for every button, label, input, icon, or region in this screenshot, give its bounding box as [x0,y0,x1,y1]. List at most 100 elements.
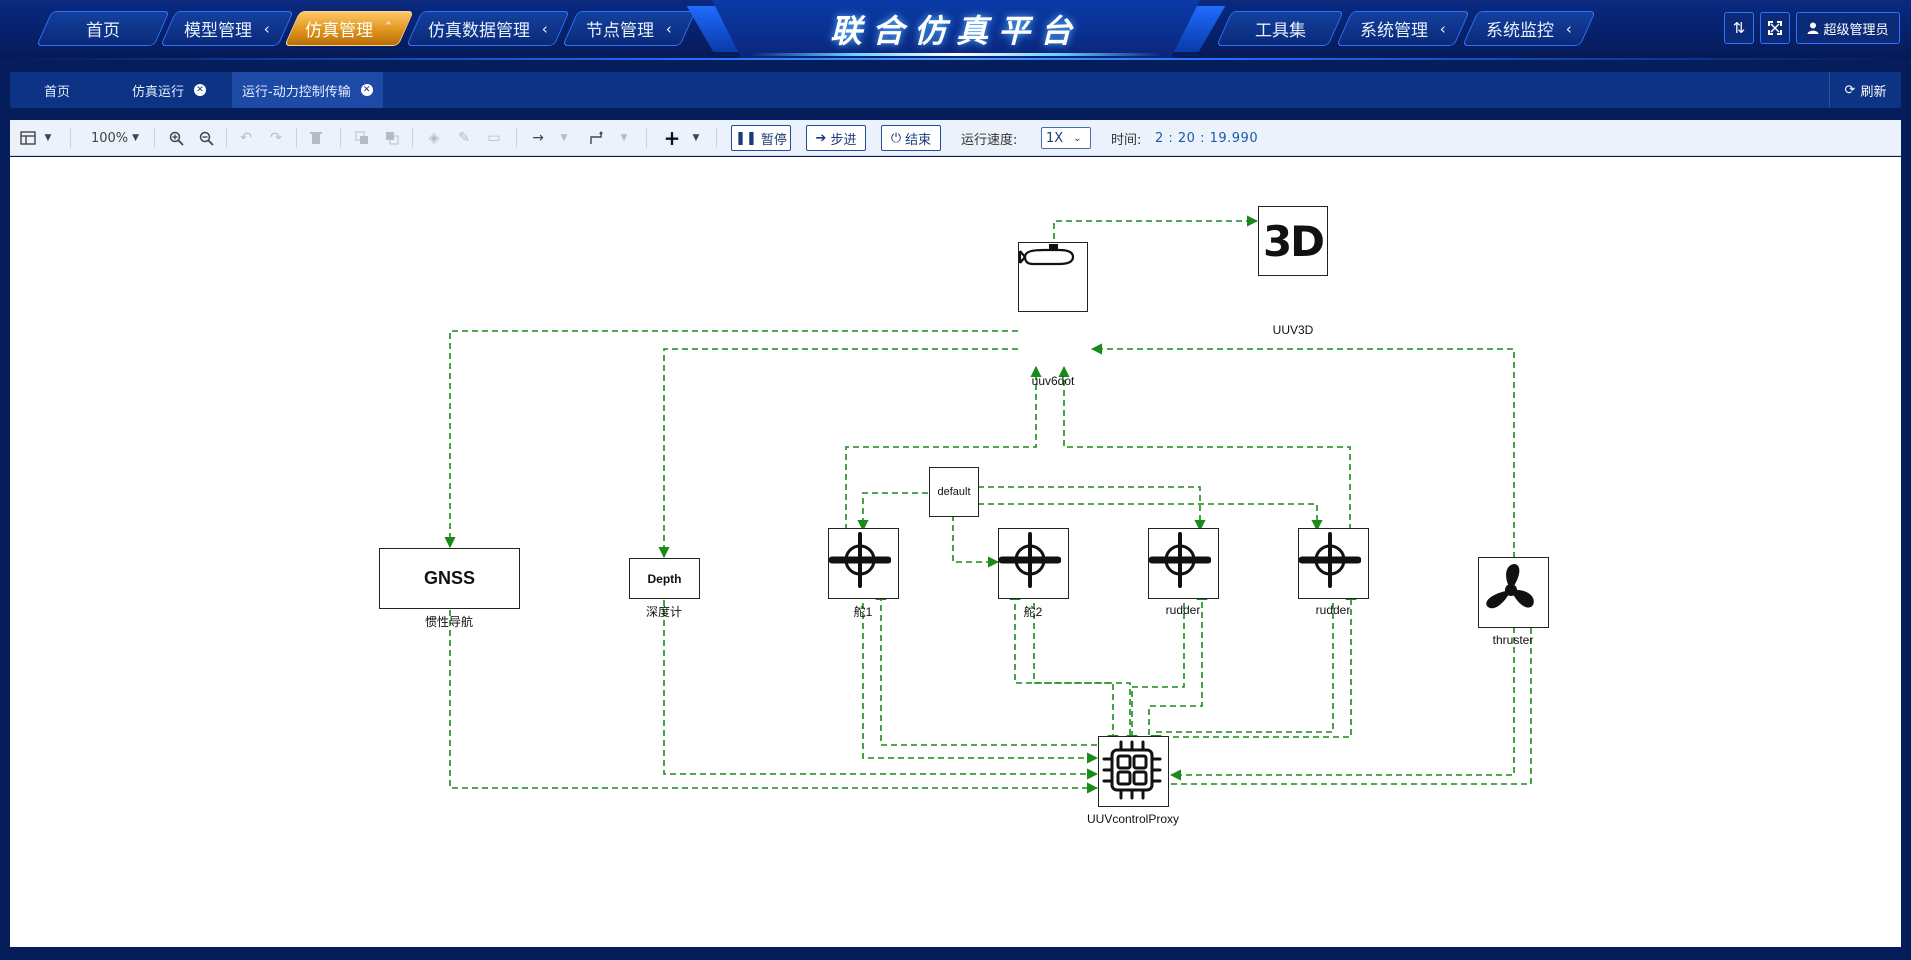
redo-button[interactable]: ↷ [266,120,286,156]
connection[interactable] [952,515,1000,568]
to-front-button[interactable] [352,120,372,156]
trash-icon [310,132,322,144]
connection[interactable] [658,348,1018,559]
fullscreen-button[interactable] [1760,12,1790,44]
node-label: UUV3D [1272,323,1314,337]
caret-down-icon[interactable]: ▼ [44,133,52,143]
connection[interactable] [1126,603,1185,747]
zoom-in-button[interactable] [166,120,186,156]
caret-down-icon[interactable]: ▼ [692,133,700,143]
insert-button[interactable]: + [662,120,682,156]
arrow-right-icon: ➔ [815,130,827,146]
plus-icon: + [663,126,681,150]
rudder-icon [999,532,1061,588]
pause-button[interactable]: ❚❚ 暂停 [731,125,791,151]
connection[interactable] [1033,603,1119,747]
orthogonal-edge-icon [590,131,603,144]
connection[interactable] [1150,603,1334,747]
thruster-node[interactable] [1478,557,1549,628]
connection[interactable] [857,492,928,532]
caret-down-icon: ▼ [132,133,140,143]
nav-label: 系统监控 [1486,21,1554,41]
nav-system-management[interactable]: 系统管理 ‹ [1336,11,1470,46]
zoom-out-icon [199,131,214,146]
separator [340,128,341,148]
to-back-icon [386,132,399,145]
tab-home[interactable]: 首页 [34,72,80,108]
sort-icon: ⇅ [1732,19,1746,37]
nav-label: 模型管理 [184,21,252,41]
separator [716,128,717,148]
rudder-node[interactable] [1148,528,1219,599]
3d-icon: 3D [1262,216,1325,266]
connection[interactable] [1053,215,1259,239]
shadow-button[interactable]: ▭ [484,120,504,156]
node-label: 惯性导航 [424,615,474,629]
connection[interactable] [978,503,1323,532]
nav-node-management[interactable]: 节点管理 ‹ [562,11,696,46]
close-icon[interactable]: ✕ [194,84,207,96]
connection[interactable] [1058,365,1351,530]
user-menu-button[interactable]: 超级管理员 [1796,12,1900,44]
step-button[interactable]: ➔ 步进 [806,125,866,151]
connection[interactable] [845,365,1042,530]
uuv3d-node[interactable]: 3D [1258,206,1328,276]
separator [70,128,71,148]
fill-color-button[interactable]: ◈ [424,120,444,156]
nav-label: 仿真管理 [305,21,374,41]
diagram-canvas[interactable]: uuv6dot 3D UUV3D GNSS 惯性导航 Depth 深度计 def… [10,157,1901,947]
rudder-node[interactable] [1298,528,1369,599]
panel-layout-icon [20,131,36,145]
to-back-button[interactable] [382,120,402,156]
connection-style-button[interactable]: → [528,120,548,156]
undo-button[interactable]: ↶ [236,120,256,156]
node-label: thruster [1492,633,1534,647]
node-label: uuv6dot [1031,374,1075,388]
nav-system-monitor[interactable]: 系统监控 ‹ [1462,11,1596,46]
gnss-node[interactable]: GNSS [379,548,520,609]
nav-label: 系统管理 [1360,21,1428,41]
tab-simulation-run[interactable]: 仿真运行 ✕ [122,72,216,108]
nav-home[interactable]: 首页 [36,11,170,46]
rudder-node[interactable] [998,528,1069,599]
node-label: UUVcontrolProxy [1086,812,1180,826]
connection[interactable] [978,486,1206,532]
refresh-button[interactable]: ⟳ 刷新 [1829,72,1901,108]
nav-toolset[interactable]: 工具集 [1216,11,1344,46]
connection[interactable] [1171,612,1537,785]
depth-node[interactable]: Depth [629,558,700,599]
layout-panel-button[interactable] [18,120,38,156]
zoom-select[interactable]: 100% ▼ [90,120,140,156]
chip-icon [1102,740,1162,800]
speed-select[interactable]: 1X ⌄ [1041,127,1091,149]
uuv-control-proxy-node[interactable] [1098,736,1169,807]
time-label: 时间: [1111,132,1142,148]
waypoint-style-button[interactable] [588,120,608,156]
uuv6dot-node[interactable] [1018,242,1088,312]
default-node[interactable]: default [929,467,979,517]
connection[interactable] [862,603,1099,764]
rudder-node[interactable] [828,528,899,599]
line-color-button[interactable]: ✎ [454,120,474,156]
tab-run-power-control[interactable]: 运行-动力控制传输 ✕ [232,72,383,108]
caret-down-icon[interactable]: ▼ [620,133,628,143]
delete-button[interactable] [306,120,326,156]
sort-button[interactable]: ⇅ [1724,12,1754,44]
nav-simulation-data-management[interactable]: 仿真数据管理 ‹ [406,11,570,46]
connection[interactable] [1009,588,1131,745]
connection[interactable] [449,610,1099,794]
zoom-out-button[interactable] [196,120,216,156]
connection[interactable] [875,588,1097,746]
end-button[interactable]: ⏻ 结束 [881,125,941,151]
connection[interactable] [1169,617,1515,781]
caret-down-icon[interactable]: ▼ [560,133,568,143]
connection[interactable] [1090,343,1515,558]
nav-simulation-management[interactable]: 仿真管理 ˆ [284,11,414,46]
connection[interactable] [444,330,1018,549]
rudder-icon [829,532,891,588]
chevron-left-icon: ‹ [1566,19,1572,38]
nav-model-management[interactable]: 模型管理 ‹ [160,11,294,46]
connection[interactable] [1148,588,1208,745]
close-icon[interactable]: ✕ [360,84,373,96]
connection[interactable] [663,600,1099,780]
